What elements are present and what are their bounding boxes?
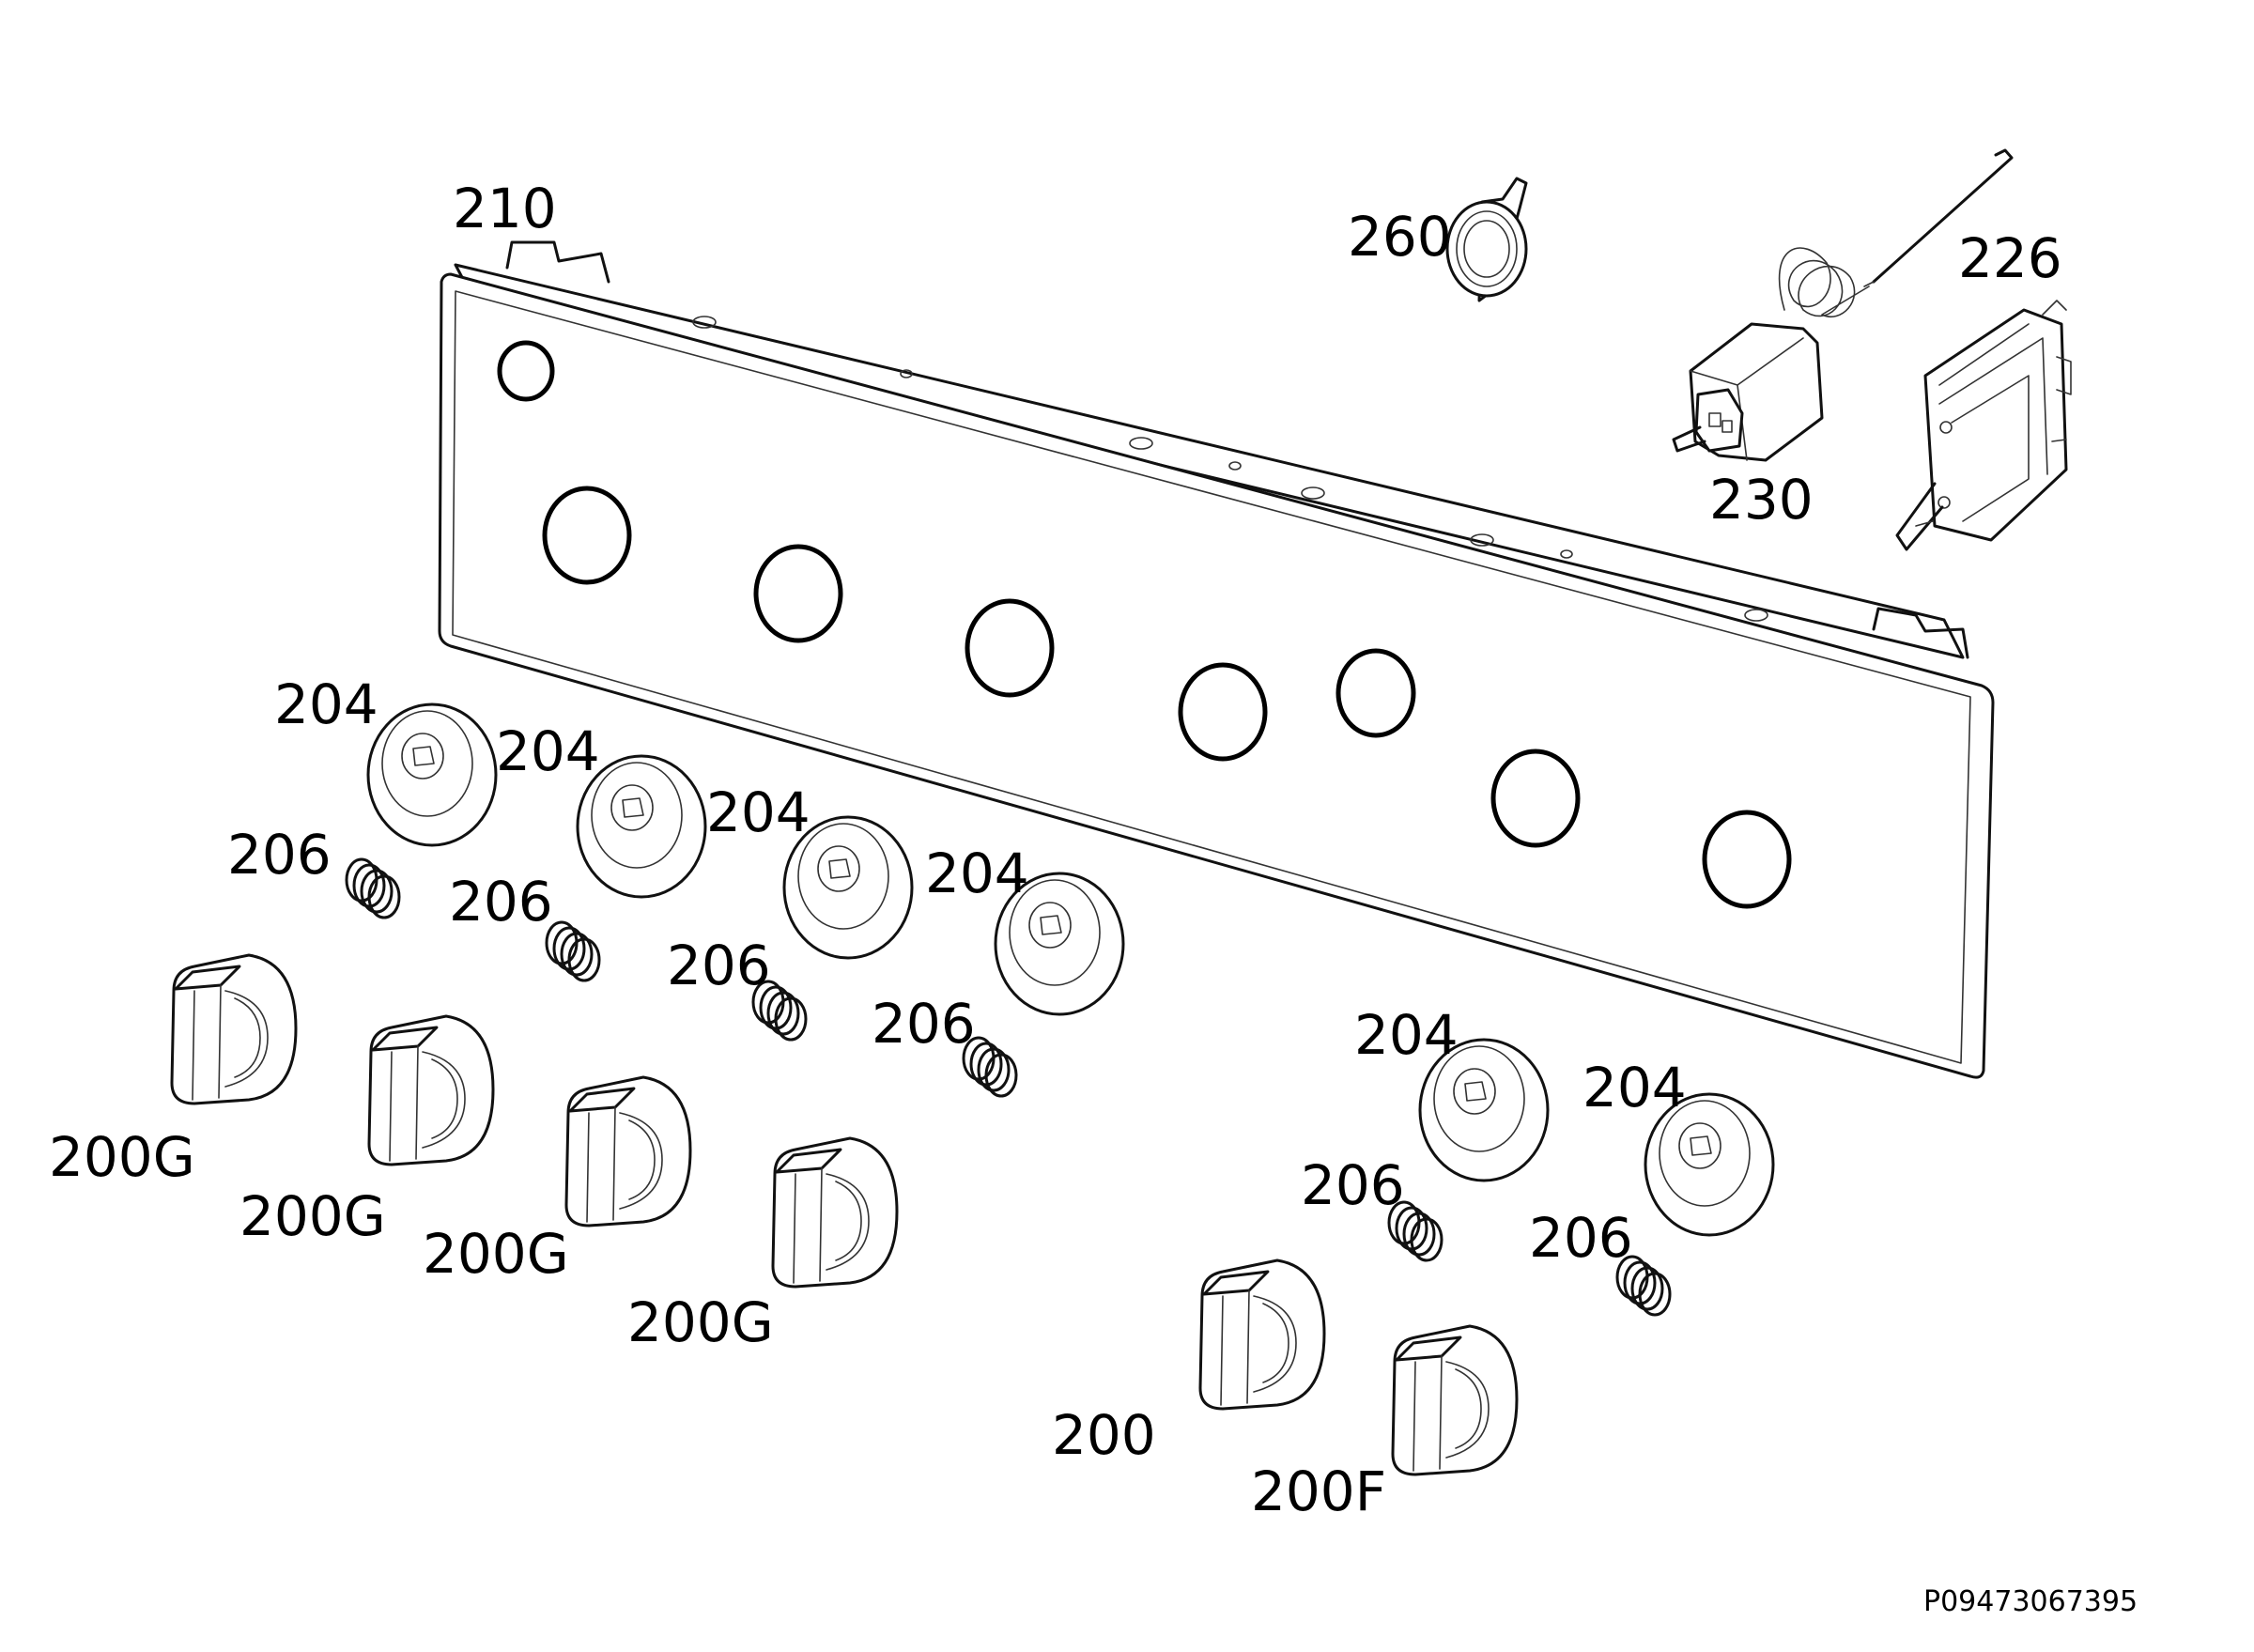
label-230: 230 — [1709, 468, 1814, 532]
knob-hole — [753, 544, 843, 643]
bezel — [1418, 1038, 1550, 1182]
bezel — [366, 702, 498, 847]
knob — [771, 1136, 899, 1289]
spring — [751, 980, 808, 1042]
label-206: 206 — [1529, 1206, 1633, 1270]
label-206: 206 — [1301, 1153, 1405, 1217]
knob — [367, 1014, 495, 1166]
panel-left-bracket — [505, 240, 610, 284]
label-200G: 200G — [423, 1222, 569, 1286]
knob — [1198, 1258, 1326, 1411]
mount-hole — [1301, 486, 1325, 500]
label-204: 204 — [706, 780, 811, 844]
knob — [1391, 1324, 1519, 1476]
thermostat — [1672, 148, 2014, 462]
knob-hole — [965, 598, 1055, 698]
bezel — [782, 815, 914, 960]
mount-hole — [692, 316, 717, 329]
label-200: 200 — [1052, 1403, 1156, 1467]
reference-code: P09473067395 — [1923, 1585, 2138, 1618]
panel-face — [438, 272, 1995, 1079]
knob-hole — [1335, 648, 1416, 738]
mount-hole — [1744, 609, 1768, 622]
label-200F: 200F — [1251, 1459, 1386, 1523]
label-206: 206 — [872, 992, 976, 1056]
label-200G: 200G — [627, 1290, 774, 1354]
label-204: 204 — [1354, 1003, 1459, 1067]
label-204: 204 — [496, 719, 600, 783]
label-204: 204 — [1582, 1056, 1687, 1119]
panel-right-bracket — [1872, 607, 1969, 659]
indicator-lamp — [1445, 177, 1528, 302]
spring — [962, 1036, 1018, 1098]
mount-hole — [900, 369, 913, 378]
bezel-group — [366, 702, 1775, 1237]
spring — [1387, 1200, 1443, 1262]
control-panel — [438, 240, 1995, 1079]
label-200G: 200G — [239, 1184, 386, 1248]
spring — [1615, 1255, 1672, 1317]
spring — [545, 920, 601, 982]
spring — [345, 857, 401, 919]
knob-group — [170, 953, 1519, 1476]
bezel — [994, 872, 1125, 1016]
label-260: 260 — [1348, 205, 1452, 269]
spring-group — [345, 857, 1672, 1317]
knob — [170, 953, 298, 1105]
bezel — [1644, 1092, 1775, 1237]
label-226: 226 — [1958, 226, 2062, 290]
mount-hole — [1228, 461, 1242, 471]
knob — [564, 1075, 692, 1227]
label-206: 206 — [667, 934, 771, 997]
knob-hole — [1490, 749, 1581, 848]
label-204: 204 — [274, 672, 378, 736]
mount-hole — [1470, 533, 1494, 547]
knob-hole — [1702, 810, 1792, 909]
panel-face-border — [452, 290, 1971, 1064]
switch — [1895, 300, 2072, 551]
mount-hole — [1129, 437, 1153, 450]
bezel — [576, 754, 707, 899]
label-210: 210 — [453, 177, 557, 240]
label-204: 204 — [925, 841, 1029, 905]
knob-hole — [542, 486, 632, 585]
label-206: 206 — [227, 823, 332, 887]
mount-hole — [1560, 549, 1573, 559]
part-labels: 210 260 226 230 204 204 204 204 204 204 … — [49, 177, 2138, 1618]
label-206: 206 — [449, 870, 553, 934]
label-200G: 200G — [49, 1125, 195, 1189]
knob-hole — [1178, 662, 1268, 762]
lamp-hole — [497, 340, 555, 402]
